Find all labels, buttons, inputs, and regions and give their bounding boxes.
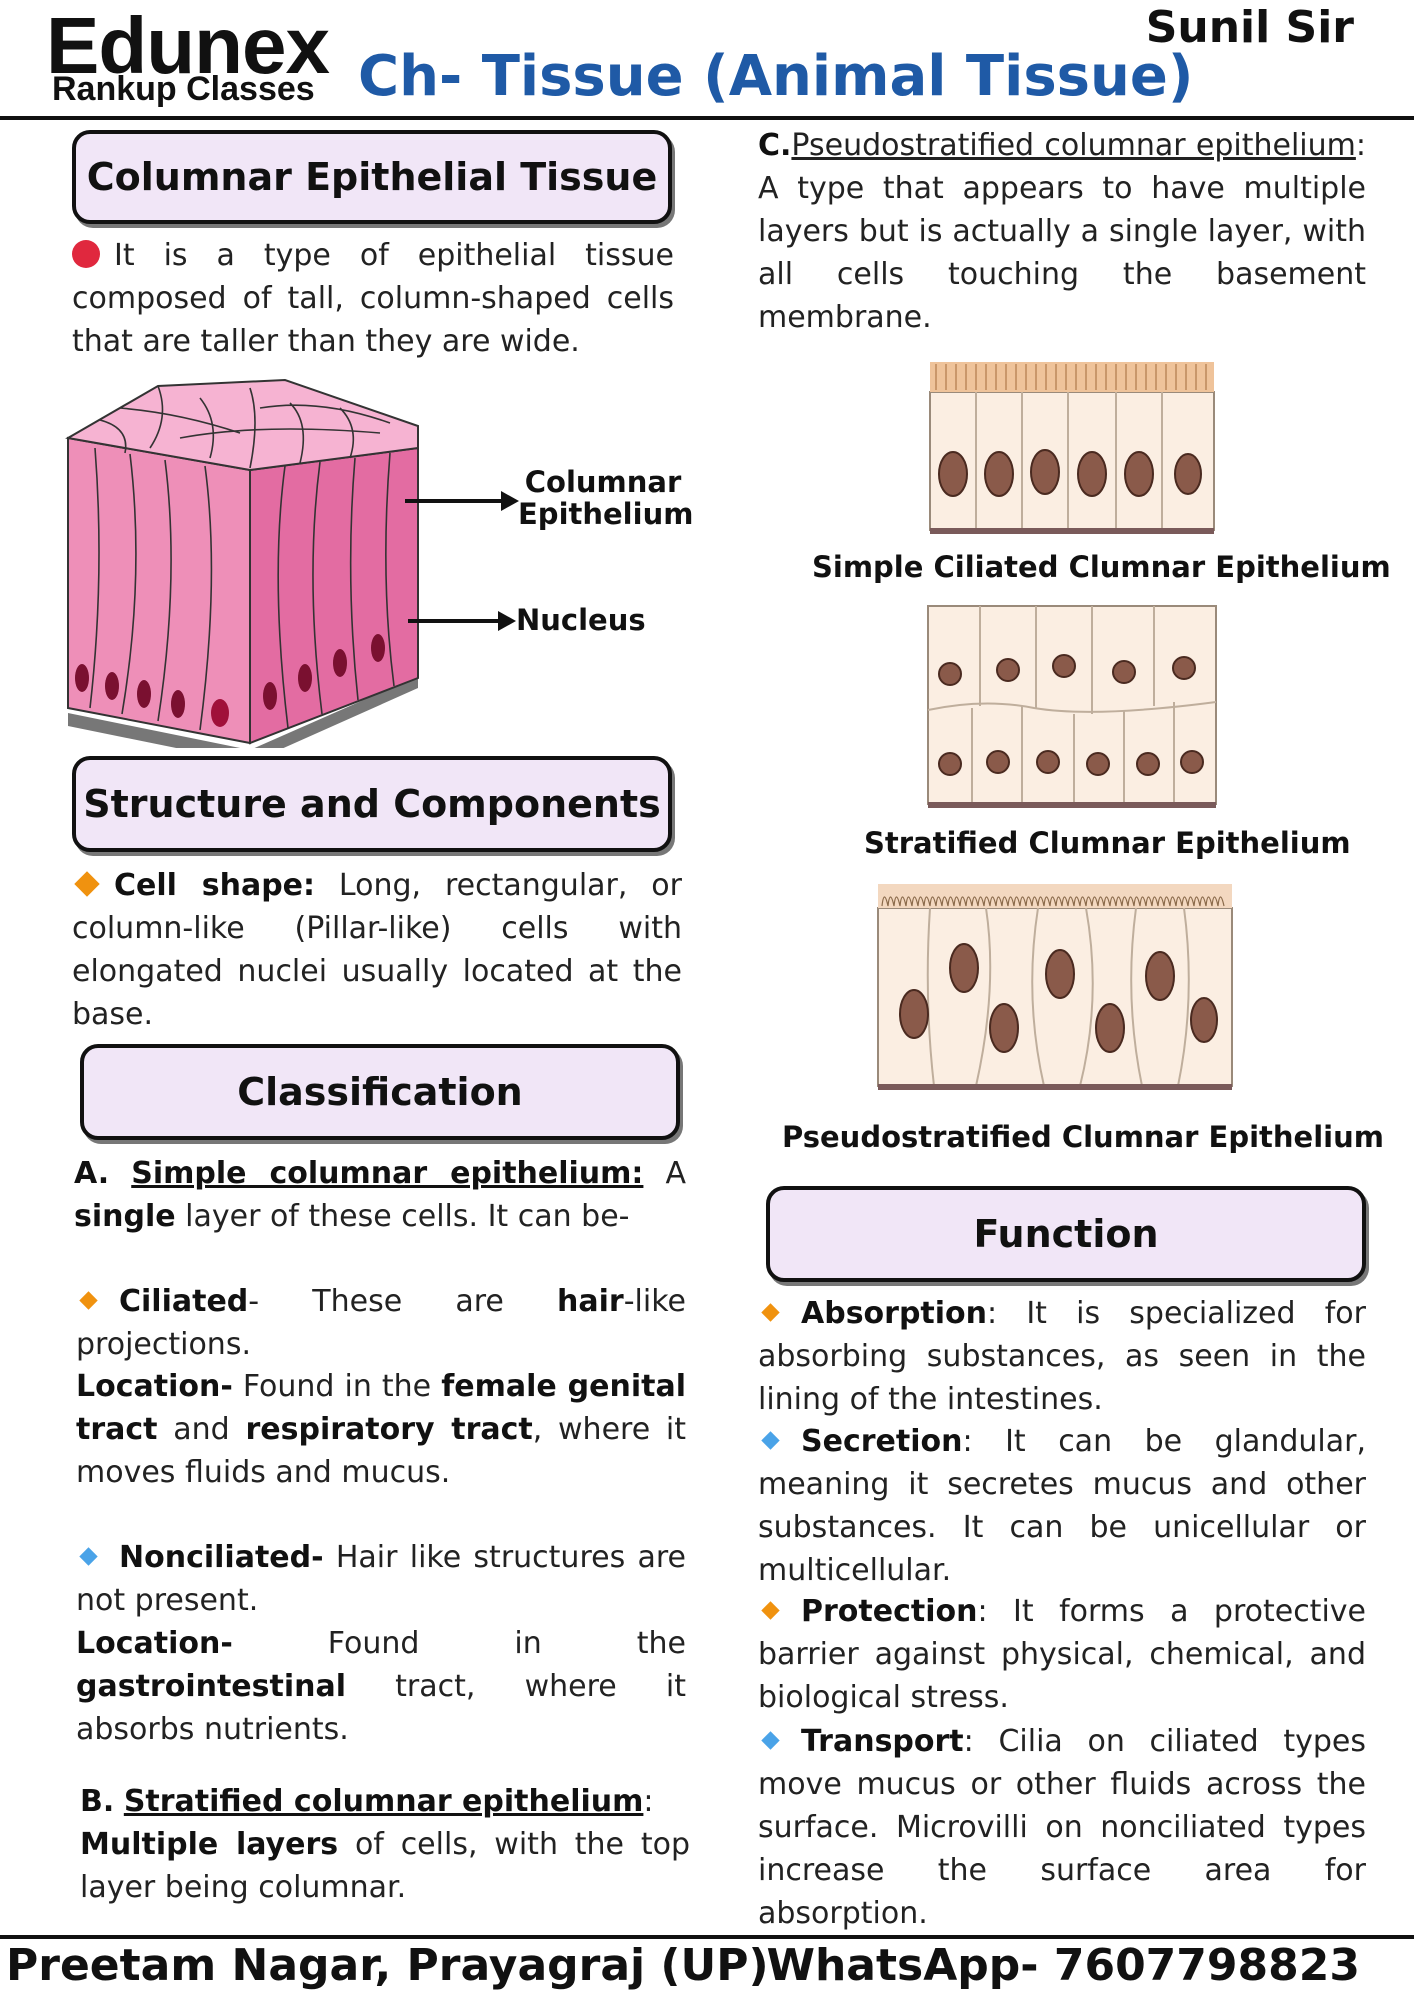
nonciliated-location-paragraph: Location- Found in the gastrointestinal … <box>76 1622 686 1751</box>
transport-label: Transport <box>801 1724 964 1759</box>
pseudostratified-title: Pseudostratified columnar epithelium <box>791 128 1356 163</box>
label-line-1: Columnar <box>524 465 682 499</box>
pseudostratified-paragraph: C.Pseudostratified columnar epithelium: … <box>758 124 1366 339</box>
pseudostratified-text: : A type that appears to have multiple l… <box>758 128 1366 335</box>
arrow-right-icon <box>408 611 516 631</box>
teacher-name: Sunil Sir <box>1145 2 1354 53</box>
brand-logo: Edunex <box>46 1 330 90</box>
section-title: Structure and Components <box>83 782 661 826</box>
blue-diamond-bullet-icon <box>761 1731 780 1750</box>
ciliated-location-paragraph: Location- Found in the female genital tr… <box>76 1365 686 1494</box>
loc1-female-genital: female genital tract <box>76 1369 687 1447</box>
multiple-layers: Multiple layers <box>80 1827 339 1862</box>
label-columnar-epithelium: Columnar Epithelium <box>518 465 694 531</box>
caption-pseudostratified: Pseudostratified Clumnar Epithelium <box>782 1120 1384 1154</box>
ciliated-text-1: - These are <box>248 1284 558 1319</box>
pseudostratified-diagram <box>877 884 1233 1090</box>
columnar-tissue-diagram <box>65 378 419 748</box>
simple-ciliated-diagram <box>929 362 1215 534</box>
protection-text: : It forms a protective barrier against … <box>758 1594 1366 1715</box>
secretion-label: Secretion <box>801 1424 963 1459</box>
orange-diamond-bullet-icon <box>79 1291 98 1310</box>
text-a-rest: layer of these cells. It can be- <box>175 1199 630 1234</box>
ciliated-label: Ciliated <box>119 1284 249 1319</box>
simple-columnar-paragraph: A. Simple columnar epithelium: A single … <box>74 1152 686 1238</box>
nonciliated-text: Hair like structures are not present. <box>76 1540 686 1618</box>
caption-simple-ciliated: Simple Ciliated Clumnar Epithelium <box>812 550 1391 584</box>
loc2-text-2: tract, where it absorbs nutrients. <box>76 1669 686 1747</box>
arrow-right-icon <box>405 491 519 511</box>
stratified-columnar-paragraph: B. Stratified columnar epithelium: Multip… <box>80 1780 690 1909</box>
cell-shape-text: Long, rectangular, or column-like (Pilla… <box>72 868 682 1032</box>
prefix-a: A. <box>74 1156 110 1191</box>
text-single: single <box>74 1199 176 1234</box>
orange-diamond-bullet-icon <box>74 871 100 897</box>
ciliated-hair: hair <box>557 1284 624 1319</box>
nonciliated-paragraph: Nonciliated- Hair like structures are no… <box>76 1536 686 1622</box>
caption-stratified: Stratified Clumnar Epithelium <box>864 826 1351 860</box>
function-protection: Protection: It forms a protective barrie… <box>758 1590 1366 1719</box>
stratified-columnar-title: Stratified columnar epithelium <box>123 1784 644 1819</box>
section-box-function: Function <box>766 1186 1366 1282</box>
loc1-text-2: and <box>157 1412 246 1447</box>
protection-label: Protection <box>801 1594 978 1629</box>
loc2-text-1: Found in the <box>232 1626 686 1661</box>
blue-diamond-bullet-icon <box>79 1547 98 1566</box>
loc1-text-1: Found in the <box>232 1369 442 1404</box>
section-box-structure: Structure and Components <box>72 756 672 852</box>
label-nucleus: Nucleus <box>516 603 646 637</box>
text-b-rest: of cells, with the top layer being colum… <box>80 1827 690 1905</box>
footer-address: Preetam Nagar, Prayagraj (UP) <box>6 1940 769 1991</box>
text-a-mid: A <box>643 1156 686 1191</box>
ciliated-text-2: -like projections. <box>76 1284 686 1362</box>
brand-subtitle: Rankup Classes <box>52 70 315 108</box>
blue-diamond-bullet-icon <box>761 1431 780 1450</box>
orange-diamond-bullet-icon <box>761 1601 780 1620</box>
function-transport: Transport: Cilia on ciliated types move … <box>758 1720 1366 1935</box>
footer-whatsapp: WhatsApp- 7607798823 <box>766 1940 1360 1991</box>
location-label: Location- <box>76 1369 233 1404</box>
function-absorption: Absorption: It is specialized for absorb… <box>758 1292 1366 1421</box>
section-box-columnar: Columnar Epithelial Tissue <box>72 130 672 224</box>
colon: : <box>643 1784 654 1819</box>
orange-diamond-bullet-icon <box>761 1303 780 1322</box>
loc2-gastrointestinal: gastrointestinal <box>76 1669 347 1704</box>
absorption-text: : It is specialized for absorbing substa… <box>758 1296 1366 1417</box>
loc1-respiratory: respiratory tract <box>245 1412 533 1447</box>
loc1-text-3: , where it moves fluids and mucus. <box>76 1412 687 1490</box>
red-dot-bullet-icon <box>72 240 100 268</box>
stratified-diagram <box>927 605 1217 808</box>
prefix-c: C. <box>758 128 792 163</box>
secretion-text: : It can be glandular, meaning it secret… <box>758 1424 1366 1588</box>
absorption-label: Absorption <box>801 1296 988 1331</box>
section-title: Columnar Epithelial Tissue <box>86 155 658 199</box>
section-box-classification: Classification <box>80 1044 680 1140</box>
prefix-b: B. <box>80 1784 115 1819</box>
cell-shape-label: Cell shape: <box>114 868 316 903</box>
nonciliated-label: Nonciliated- <box>119 1540 324 1575</box>
ciliated-paragraph: Ciliated- These are hair-like projection… <box>76 1280 686 1366</box>
footer-divider <box>0 1935 1414 1939</box>
cell-shape-paragraph: Cell shape: Long, rectangular, or column… <box>72 864 682 1036</box>
location-label: Location- <box>76 1626 233 1661</box>
intro-paragraph: It is a type of epithelial tissue compos… <box>72 234 674 363</box>
simple-columnar-title: Simple columnar epithelium: <box>131 1156 644 1191</box>
function-secretion: Secretion: It can be glandular, meaning … <box>758 1420 1366 1592</box>
chapter-title: Ch- Tissue (Animal Tissue) <box>358 44 1194 109</box>
header-divider <box>0 116 1414 120</box>
section-title: Classification <box>237 1070 523 1114</box>
section-title: Function <box>973 1212 1159 1256</box>
label-line-2: Epithelium <box>518 497 694 531</box>
transport-text: : Cilia on ciliated types move mucus or … <box>758 1724 1366 1931</box>
intro-text: It is a type of epithelial tissue compos… <box>72 238 674 359</box>
